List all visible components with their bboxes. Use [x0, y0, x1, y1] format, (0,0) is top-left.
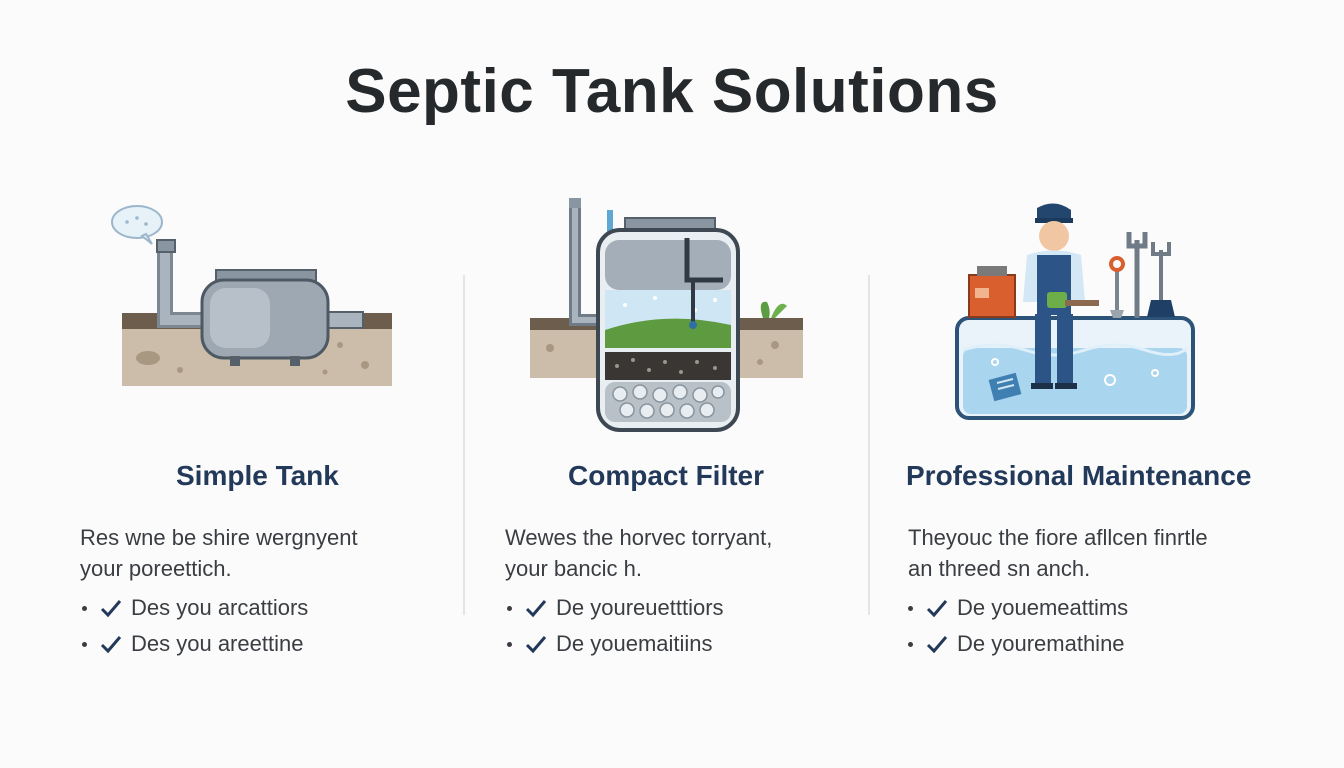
- toolbox-icon: [968, 266, 1016, 318]
- column-divider-2: [868, 275, 870, 615]
- clipboard-icon: [988, 372, 1022, 402]
- check-icon: [525, 600, 547, 618]
- check-icon: [100, 636, 122, 654]
- check-list: De youreuetttiors De youemaitiins: [507, 590, 724, 662]
- column-simple-tank: Simple Tank Res wne be shire wergnyent y…: [80, 180, 480, 700]
- simple-tank-illustration: [111, 205, 392, 386]
- list-item: Des you areettine: [82, 626, 308, 662]
- list-item: De youemaitiins: [507, 626, 724, 662]
- list-item: De youreuetttiors: [507, 590, 724, 626]
- column-heading: Compact Filter: [568, 460, 765, 491]
- list-item: De youremathine: [908, 626, 1128, 662]
- column-compact-filter: Compact Filter Wewes the horvec torryant…: [505, 180, 905, 700]
- check-icon: [100, 600, 122, 618]
- column-heading: Professional Maintenance: [906, 460, 1252, 491]
- check-list: De youemeattims De youremathine: [908, 590, 1128, 662]
- page-title: Septic Tank Solutions: [345, 57, 999, 126]
- column-divider-1: [463, 275, 465, 615]
- worker-figure: [1023, 203, 1099, 389]
- check-icon: [926, 600, 948, 618]
- professional-maintenance-illustration: [955, 203, 1195, 420]
- list-item: De youemeattims: [908, 590, 1128, 626]
- check-list: Des you arcattiors Des you areettine: [82, 590, 308, 662]
- tools-icon: [1109, 232, 1175, 318]
- column-description: Theyouc the fiore afllcen finrtle an thr…: [908, 525, 1208, 581]
- list-item: Des you arcattiors: [82, 590, 308, 626]
- column-description: Res wne be shire wergnyent your poreetti…: [80, 525, 358, 581]
- column-description: Wewes the horvec torryant, your bancic h…: [505, 525, 773, 581]
- check-icon: [926, 636, 948, 654]
- column-professional-maintenance: Professional Maintenance Theyouc the fio…: [905, 180, 1305, 700]
- column-heading: Simple Tank: [176, 460, 339, 491]
- check-icon: [525, 636, 547, 654]
- compact-filter-illustration: [530, 198, 803, 432]
- speech-bubble-icon: [111, 205, 163, 245]
